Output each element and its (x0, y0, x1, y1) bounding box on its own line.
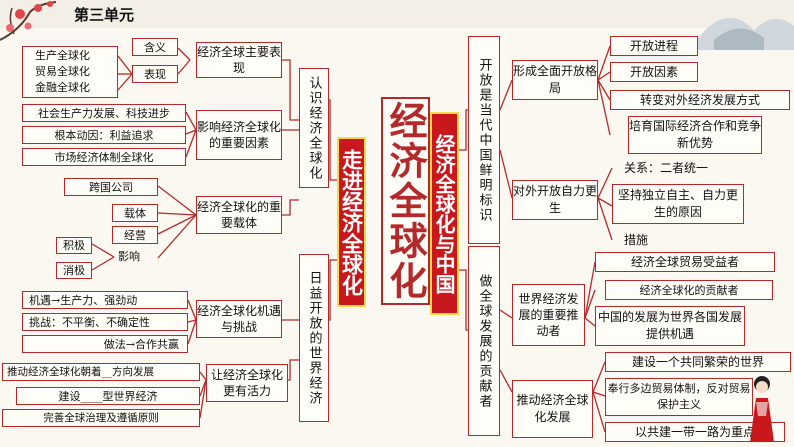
node-opp-1: 机遇→生产力、强劲动 (22, 291, 188, 309)
node-self-reliance: 对外开放自力更生 (512, 180, 598, 220)
center-right-label: 经济全球化与中国 (430, 112, 459, 315)
node-relation: 关系：二者统一 (624, 161, 709, 175)
page-title: 第三单元 (74, 6, 135, 24)
node-opp-2: 挑战：不平衡、不确定性 (22, 313, 188, 331)
node-measures: 措施 (624, 233, 649, 247)
mountain-decoration (694, 17, 794, 50)
node-transform: 转变对外经济发展方式 (610, 90, 790, 110)
figure-decoration (750, 376, 774, 442)
node-prosperity: 建设一个共同繁荣的世界 (605, 352, 791, 372)
node-carrier: 经济全球化的重要载体 (196, 196, 282, 234)
node-factor-1: 社会生产力发展、科技进步 (22, 104, 186, 122)
node-vital-1: 推动经济全球化朝着__方向发展 (2, 363, 200, 381)
node-multilateral: 奉行多边贸易体制，反对贸易保护主义 (605, 378, 753, 416)
plum-blossom-decoration (0, 1, 57, 41)
node-cultivate: 培育国际经济合作和竞争新优势 (628, 116, 762, 154)
node-opportunity: 经济全球化机遇与挑战 (196, 300, 282, 338)
list-item: 生产全球化 (35, 49, 90, 62)
branch-open: 日益开放的世界经济 (299, 254, 329, 422)
node-carrier-item: 载体 (112, 204, 158, 222)
node-vital-3: 完善全球治理及遵循原则 (2, 409, 200, 427)
center-main-title: 经济全球化 (381, 97, 430, 305)
node-promote: 推动经济全球化发展 (512, 380, 593, 438)
node-impact: 影响 (118, 250, 140, 263)
node-reason: 坚持独立自主、自力更生的原因 (612, 184, 744, 224)
branch-contrib: 做全球发展的贡献者 (468, 246, 500, 436)
node-main-manifest: 经济全球主要表现 (196, 42, 282, 78)
node-beneficiary: 经济全球贸易受益者 (595, 252, 775, 272)
branch-china: 开放是当代中国鲜明标识 (468, 36, 500, 244)
node-operation: 经营 (112, 226, 158, 244)
list-item: 金融全球化 (35, 81, 90, 94)
node-contributor: 经济全球化的贡献者 (605, 280, 773, 300)
node-positive: 积极 (56, 237, 92, 254)
node-factor-3: 市场经济体制全球化 (22, 148, 186, 166)
node-vitality: 让经济全球化更有活力 (206, 364, 288, 402)
node-open-factors: 开放因素 (610, 62, 698, 82)
center-left-label: 走进经济全球化 (337, 137, 366, 307)
node-negative: 消极 (56, 262, 92, 279)
node-promoter: 世界经济发展的重要推动者 (512, 284, 585, 346)
node-opportunity-world: 中国的发展为世界各国发展提供机遇 (595, 306, 745, 346)
node-opp-3: 做法→合作共赢 (22, 335, 188, 353)
node-globalization-types: 生产全球化 贸易全球化 金融全球化 (22, 46, 118, 98)
node-factors: 影响经济全球化的重要因素 (196, 110, 282, 160)
node-belt-road: 以共建一带一路为重点 (605, 422, 785, 442)
header-bar (0, 0, 794, 28)
node-meaning: 含义 (132, 38, 178, 56)
node-manifest: 表现 (132, 65, 178, 83)
node-open-process: 开放进程 (610, 36, 698, 56)
branch-know: 认识经济全球化 (299, 68, 329, 188)
list-item: 贸易全球化 (35, 65, 90, 78)
node-factor-2: 根本动因：利益追求 (22, 126, 186, 144)
node-vital-2: 建设____型世界经济 (16, 387, 200, 405)
node-open-pattern: 形成全面开放格局 (512, 60, 598, 100)
node-multinational: 跨国公司 (64, 178, 158, 196)
